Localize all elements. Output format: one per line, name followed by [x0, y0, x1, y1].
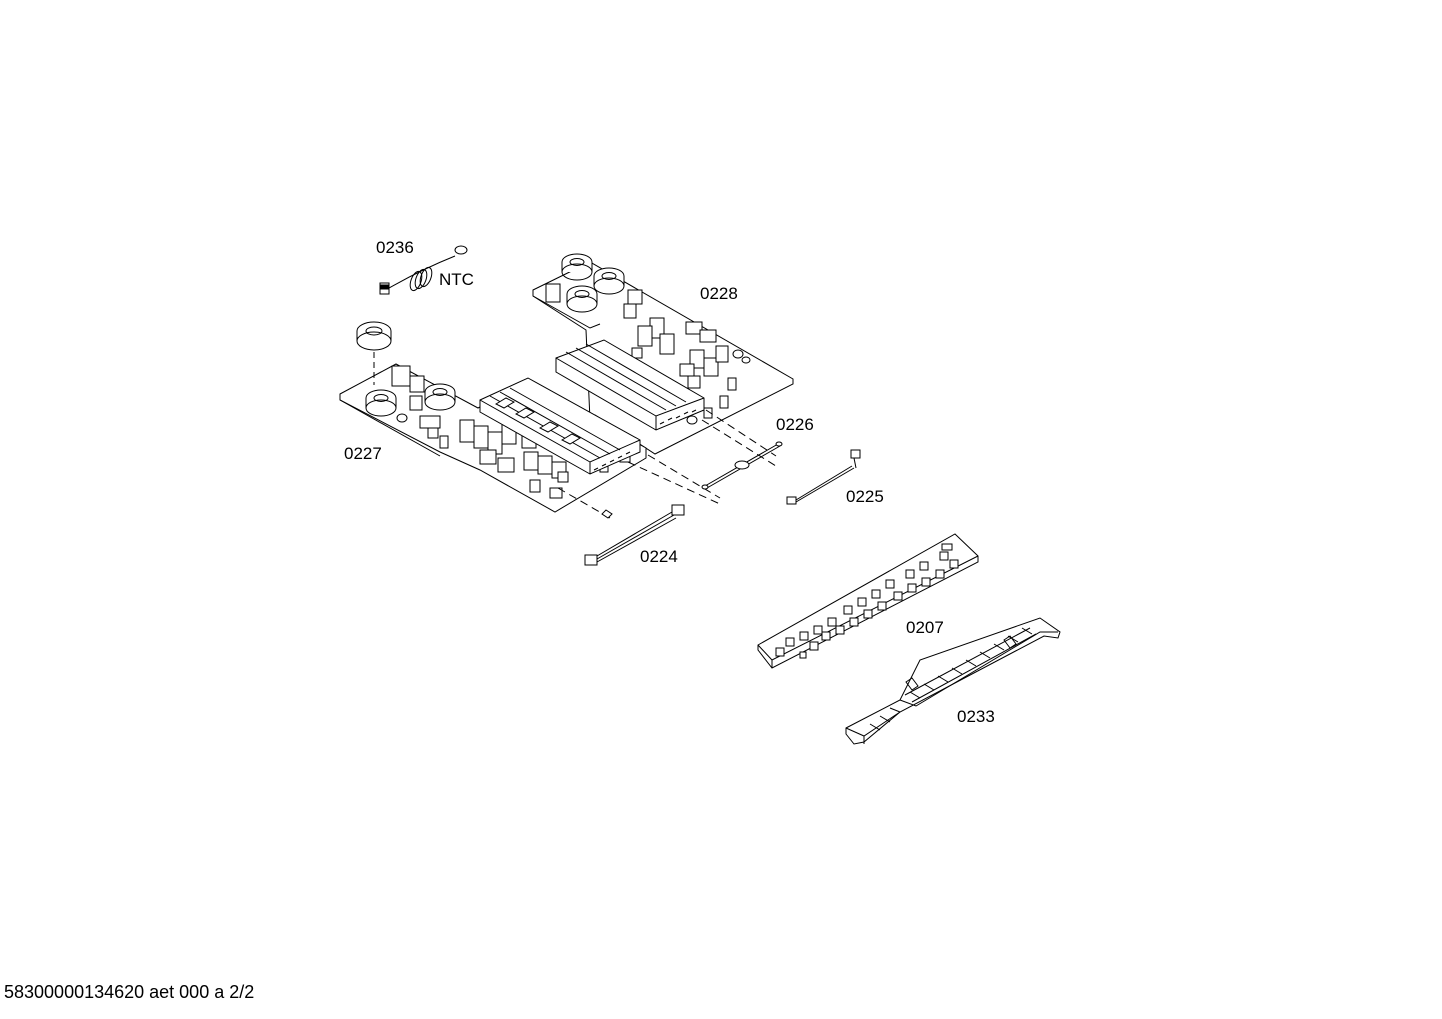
label-ntc: NTC [439, 270, 474, 289]
part-0207-control-strip [758, 534, 978, 668]
heat-sink [556, 340, 704, 430]
leader-lines [366, 259, 380, 283]
label-0226: 0226 [776, 415, 814, 434]
label-0207: 0207 [906, 618, 944, 637]
label-0224: 0224 [640, 547, 678, 566]
frame-ribs [870, 628, 1036, 730]
label-0225: 0225 [846, 487, 884, 506]
label-0228: 0228 [700, 284, 738, 303]
toroid-coil [366, 390, 396, 416]
assembly-lines [558, 410, 776, 518]
part-0233-frame [846, 618, 1060, 744]
toroid-coil [425, 384, 455, 410]
toroid-coil [562, 254, 592, 280]
part-0226-jumper [702, 442, 782, 489]
document-id-footer: 58300000134620 aet 000 a 2/2 [4, 982, 255, 1002]
part-0227-lower-board [340, 322, 646, 512]
toroid-coil [357, 322, 391, 350]
toroid-coil [567, 286, 597, 312]
button-row [776, 544, 958, 658]
toroid-coil [594, 268, 624, 294]
part-0225-cable [787, 450, 860, 504]
label-0236: 0236 [376, 238, 414, 257]
label-0227: 0227 [344, 444, 382, 463]
part-0224-ribbon-cable [585, 505, 684, 565]
part-0236-ntc-sensor [380, 246, 467, 294]
label-0233: 0233 [957, 707, 995, 726]
part-0228-upper-board [533, 254, 793, 454]
